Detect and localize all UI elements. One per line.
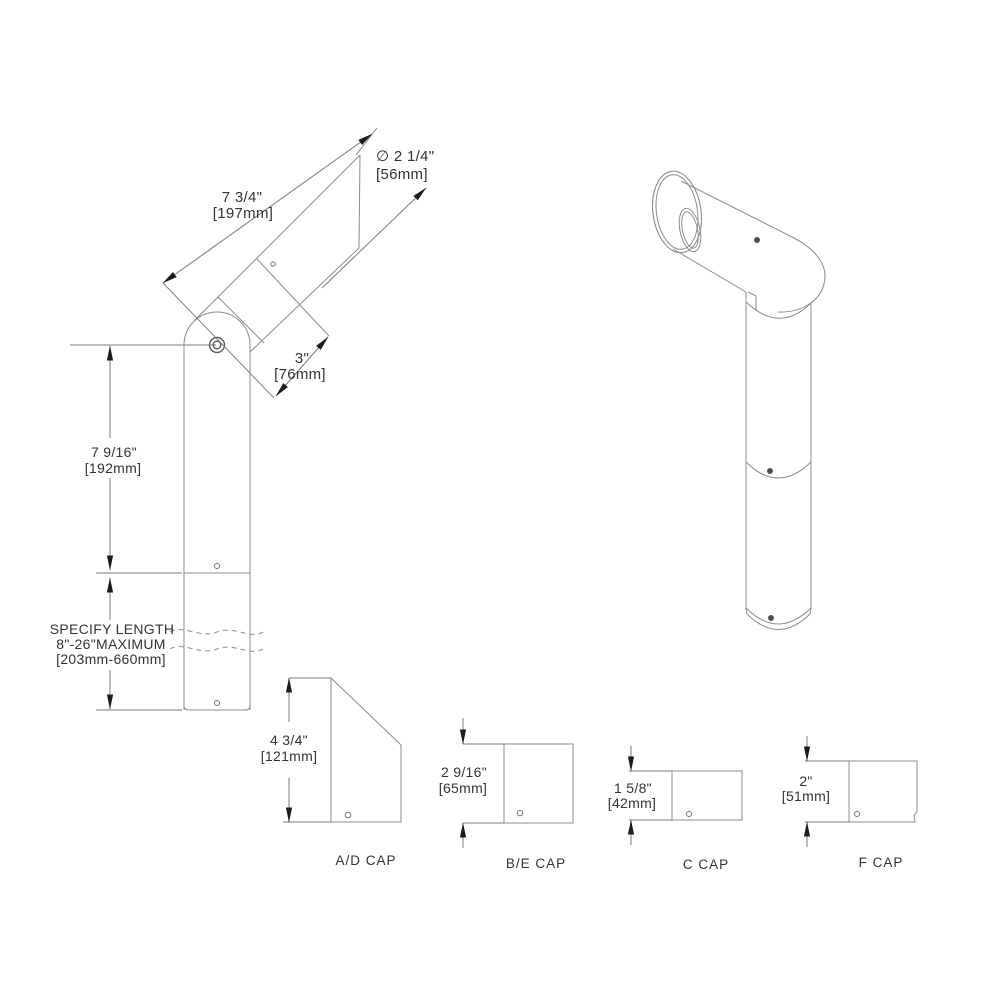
extension-line: [162, 282, 275, 399]
break-line: [169, 646, 264, 652]
screw-hole: [767, 468, 773, 474]
dimension-line: [162, 133, 373, 284]
dim-upper-post: 7 9/16" [192mm]: [70, 344, 216, 574]
cap-f-height-mm: [51mm]: [782, 788, 830, 804]
tube-end-face: [358, 154, 361, 249]
cap-c: 1 5/8" [42mm] C CAP: [608, 746, 743, 872]
cap-c-outline: [671, 770, 743, 821]
rim-edge: [745, 607, 748, 615]
tube-seam-line: [256, 258, 330, 337]
cap-ad-height-mm: [121mm]: [261, 748, 318, 764]
dim-elbow-inches: 3": [295, 350, 309, 367]
dim-tube-length-inches: 7 3/4": [222, 189, 263, 206]
dim-tube-diameter: ∅ 2 1/4" [56mm]: [321, 148, 434, 289]
specify-length-line1: SPECIFY LENGTH: [50, 621, 175, 637]
dim-upper-post-mm: [192mm]: [85, 460, 142, 476]
dim-elbow-offset: 3" [76mm]: [162, 282, 329, 399]
dim-specify-length: SPECIFY LENGTH 8"-26"MAXIMUM [203mm-660m…: [50, 577, 182, 711]
tube-lower-edge: [249, 247, 360, 353]
tube-seam-line: [217, 296, 265, 344]
extension-line: [355, 127, 378, 156]
tube-post-intersection: [745, 301, 812, 319]
cap-c-height-in: 1 5/8": [614, 780, 652, 796]
rim-edge: [809, 607, 812, 615]
cap-f-height-in: 2": [799, 773, 812, 789]
post-bottom-rim: [745, 607, 812, 625]
screw-hole: [344, 811, 352, 819]
dimension-line: [275, 336, 329, 397]
cap-c-label: C CAP: [683, 857, 729, 872]
cap-f-label: F CAP: [859, 855, 904, 870]
cap-be: 2 9/16" [65mm] B/E CAP: [439, 718, 574, 871]
tube-opening-inner-rim: [655, 174, 699, 250]
screw-hole: [854, 811, 860, 817]
isometric-view: [652, 170, 826, 630]
post-joint-seam: [745, 461, 812, 479]
screw-hole: [516, 809, 524, 817]
screw-hole: [214, 700, 220, 706]
dim-upper-post-inches: 7 9/16": [91, 444, 137, 460]
cap-be-label: B/E CAP: [506, 856, 566, 871]
dim-diameter-mm: [56mm]: [376, 166, 428, 183]
cap-ad: 4 3/4" [121mm] A/D CAP: [261, 676, 402, 868]
screw-hole: [754, 237, 760, 243]
cap-ad-outline: [330, 676, 402, 823]
break-line: [169, 629, 264, 635]
screw-hole: [768, 615, 774, 621]
junction-detail: [747, 291, 757, 297]
cap-profiles: 4 3/4" [121mm] A/D CAP 2 9/16" [65mm] B/…: [261, 676, 918, 872]
dim-tube-length: 7 3/4" [197mm]: [162, 127, 378, 284]
tube-opening-outer-rim: [652, 170, 702, 254]
inner-tube-outer: [678, 207, 702, 253]
cap-be-outline: [503, 743, 574, 824]
tube-upper-edge: [193, 154, 361, 322]
screw-hole: [214, 563, 220, 569]
cap-be-height-in: 2 9/16": [441, 764, 487, 780]
tube-bottom-edge: [672, 248, 747, 293]
dim-tube-length-mm: [197mm]: [213, 205, 273, 222]
post-top-arc: [183, 311, 251, 346]
dimension-line: [321, 187, 427, 289]
dim-diameter-inches: ∅ 2 1/4": [376, 148, 434, 165]
inner-tube-inner: [681, 211, 699, 249]
specify-length-line3: [203mm-660mm]: [56, 651, 166, 667]
screw-hole: [686, 811, 692, 817]
tube-top-edge: [680, 180, 793, 238]
post-bottom-edge: [183, 705, 251, 711]
angled-tube-outline: [193, 154, 361, 353]
screw-hole: [270, 261, 276, 267]
specify-length-line2: 8"-26"MAXIMUM: [56, 636, 166, 652]
tube-end-cap-arc: [777, 236, 826, 313]
side-view: 7 3/4" [197mm] ∅ 2 1/4" [56mm] 3" [76mm]…: [50, 127, 434, 711]
dim-elbow-mm: [76mm]: [274, 366, 326, 383]
cap-ad-label: A/D CAP: [335, 853, 396, 868]
cap-be-height-mm: [65mm]: [439, 780, 487, 796]
cap-f: 2" [51mm] F CAP: [782, 736, 918, 870]
cap-ad-height-in: 4 3/4": [270, 732, 308, 748]
cap-c-height-mm: [42mm]: [608, 795, 656, 811]
post-bottom-rim-lower: [746, 613, 811, 630]
